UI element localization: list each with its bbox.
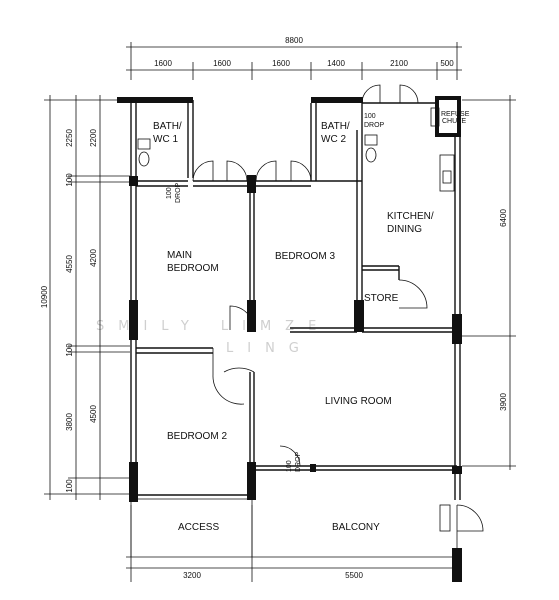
fixtures	[137, 107, 455, 192]
dim-left-outer-6: 100	[65, 479, 74, 493]
dim-bottom-1: 3200	[183, 571, 201, 580]
dim-left-inner-2: 4200	[89, 249, 98, 267]
dim-left-outer-3: 4550	[65, 255, 74, 273]
label-bath-wc-2-line-1: BATH/	[321, 121, 350, 132]
label-bedroom-3: BEDROOM 3	[275, 251, 335, 262]
label-access: ACCESS	[178, 522, 219, 533]
dim-right-1: 6400	[499, 209, 508, 227]
dim-bottom-2: 5500	[345, 571, 363, 580]
label-kitchen-dining-line-1: KITCHEN/	[387, 211, 434, 222]
dim-left-inner-3: 4500	[89, 405, 98, 423]
drop-1-label: DROP	[175, 182, 182, 203]
label-kitchen-dining-line-2: DINING	[387, 224, 422, 235]
label-refuse-chute-line-1: REFUSE	[441, 111, 470, 118]
dim-left-outer-2: 100	[65, 173, 74, 187]
drop-2-value: 100	[364, 113, 376, 120]
label-bath-wc-1-line-2: WC 1	[153, 134, 178, 145]
label-refuse-chute-line-2: CHUTE	[442, 118, 466, 125]
watermark-line-1: SMILY LIMZE	[96, 319, 330, 334]
bottom-dimensions: 3200 5500	[126, 505, 462, 582]
label-bath-wc-1-line-1: BATH/	[153, 121, 182, 132]
drop-labels: 100 DROP 100 DROP 100 DROP	[166, 113, 385, 472]
label-bedroom-2: BEDROOM 2	[167, 431, 227, 442]
top-dimensions: 8800 1600 1600 1600 1400 2100 500	[126, 36, 462, 80]
label-bath-wc-2-line-2: WC 2	[321, 134, 346, 145]
drop-3-label: DROP	[295, 451, 302, 472]
drop-2-label: DROP	[364, 122, 385, 129]
label-balcony: BALCONY	[332, 522, 380, 533]
label-store: STORE	[364, 293, 399, 304]
walls	[117, 96, 462, 582]
dim-top-3: 1600	[272, 59, 290, 68]
room-labels: BATH/ WC 1 BATH/ WC 2 MAIN BEDROOM BEDRO…	[153, 111, 470, 533]
dim-left-outer-4: 100	[65, 343, 74, 357]
dim-top-1: 1600	[154, 59, 172, 68]
dim-left-outer-5: 3800	[65, 413, 74, 431]
dim-left-total: 10900	[40, 285, 49, 308]
dim-top-total: 8800	[285, 36, 303, 45]
dim-top-4: 1400	[327, 59, 345, 68]
label-main-bedroom-line-2: BEDROOM	[167, 263, 219, 274]
right-dimensions: 6400 3900	[462, 95, 516, 470]
dim-top-2: 1600	[213, 59, 231, 68]
doors	[192, 84, 484, 532]
watermark-line-2: LING	[226, 341, 313, 356]
dim-left-outer-1: 2250	[65, 129, 74, 147]
drop-1-value: 100	[166, 187, 173, 199]
dim-right-2: 3900	[499, 393, 508, 411]
dim-left-inner-1: 2200	[89, 129, 98, 147]
label-living-room: LIVING ROOM	[325, 396, 392, 407]
dim-top-5: 2100	[390, 59, 408, 68]
label-main-bedroom-line-1: MAIN	[167, 250, 192, 261]
drop-3-value: 100	[286, 460, 293, 472]
left-dimensions: 10900 2250 100 4550 100 3800 100 2200 42…	[40, 95, 130, 500]
dim-top-6: 500	[440, 59, 454, 68]
